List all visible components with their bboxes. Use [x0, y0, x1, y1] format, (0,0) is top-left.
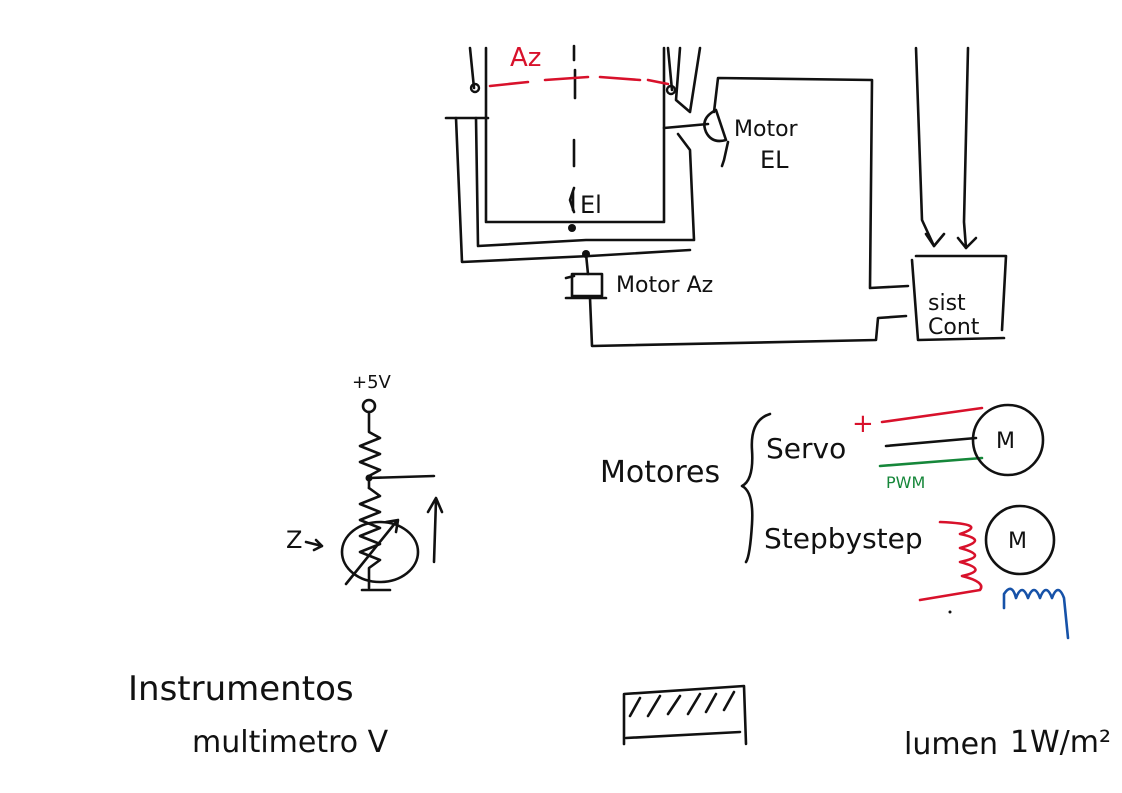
panel-hatching: [628, 690, 736, 718]
stepper-coil-blue: [1002, 587, 1070, 640]
servo-plus-label: +: [852, 409, 874, 439]
el-bracket: [568, 186, 576, 214]
dot: [948, 610, 952, 614]
light-arrow: [304, 538, 324, 552]
instrumentos-label: Instrumentos: [128, 669, 354, 709]
supply-label: +5V: [352, 372, 392, 393]
supply-terminal: [361, 398, 377, 414]
sist-cont-box: [910, 254, 1008, 342]
frame-right-cable: [674, 46, 702, 114]
motor-az-base: [564, 274, 608, 300]
output-wire: [367, 474, 436, 480]
motores-section: Motores Servo + PWM M Stepbystep M: [600, 403, 1070, 640]
ldr-circle: [340, 520, 420, 584]
outer-frame-inner: [474, 116, 696, 248]
servo-label: Servo: [766, 432, 846, 465]
motor-el-sublabel: EL: [760, 146, 789, 174]
el-motor-wire: [712, 76, 910, 290]
servo-pwm-wire: [878, 456, 984, 468]
frame-left-post: [468, 46, 476, 90]
outer-frame-bottom: [444, 116, 692, 264]
output-arrow: [426, 496, 444, 564]
ldr-variable-arrow: [344, 518, 400, 586]
sensor-panel: [622, 684, 748, 746]
motores-brace: [740, 412, 772, 564]
az-motor-wire: [588, 296, 908, 348]
motores-label: Motores: [600, 455, 720, 490]
lumen-prefix: 1: [1010, 725, 1029, 760]
motor-az-label: Motor Az: [616, 273, 713, 298]
az-shaft: [584, 252, 590, 276]
az-axis-label: Az: [510, 43, 541, 73]
ldr-divider: +5V Z: [286, 372, 444, 592]
stepper-coil-red: [918, 520, 983, 602]
motor-el-body: [703, 108, 728, 143]
left-pivot: [469, 82, 481, 94]
light-label: Z: [286, 526, 302, 554]
right-pivot: [665, 84, 677, 96]
panel-box: [484, 46, 666, 224]
ldr-resistor: [358, 486, 382, 590]
lumen-label: lumen: [904, 727, 998, 762]
servo-plus-wire: [880, 406, 984, 424]
servo-motor-symbol: M: [996, 429, 1015, 454]
motor-az-body: [570, 272, 604, 298]
stepper-motor-symbol: M: [1008, 529, 1027, 554]
panel-inner-line: [624, 730, 742, 740]
servo-gnd-wire: [884, 436, 978, 448]
instrumentos-section: Instrumentos multimetro V lumen 1 W/m²: [128, 669, 1111, 762]
fixed-resistor: [358, 410, 382, 490]
sist-cont-label-1: sist: [928, 291, 966, 316]
step-label: Stepbystep: [764, 522, 923, 555]
input-arrows: [924, 232, 978, 250]
frame-right-post: [666, 46, 674, 92]
pwm-label: PWM: [886, 473, 925, 492]
input-wires: [914, 46, 970, 250]
stepper-motor-circle: [984, 504, 1056, 576]
el-axis-dashed: [571, 44, 577, 212]
el-axis-label: El: [580, 191, 602, 219]
lumen-unit: W/m²: [1030, 725, 1111, 760]
motor-el-label: Motor: [734, 117, 799, 142]
multimetro-label: multimetro V: [192, 725, 389, 760]
mount-diagram: Az El Motor EL Motor Az sist Cont: [444, 43, 1008, 348]
el-motor-shaft: [662, 122, 710, 130]
sist-cont-label-2: Cont: [928, 315, 980, 340]
el-joint: [568, 224, 576, 232]
servo-motor-circle: [971, 403, 1045, 477]
az-axis-dashed: [488, 75, 670, 88]
